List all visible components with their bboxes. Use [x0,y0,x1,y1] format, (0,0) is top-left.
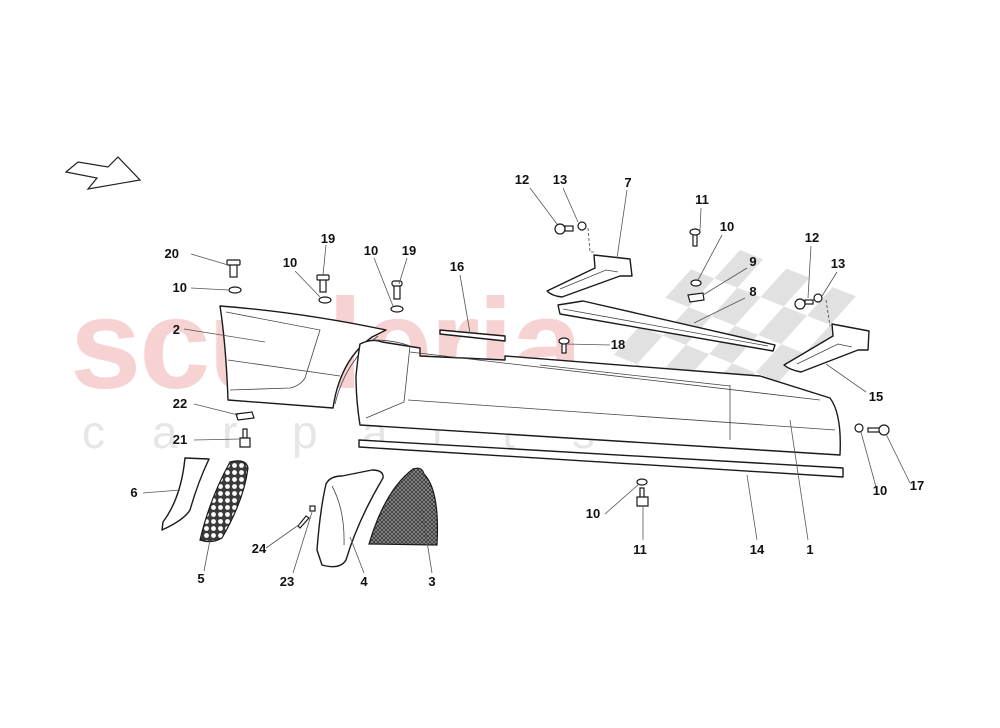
callout-10[interactable]: 10 [173,280,187,295]
callout-4[interactable]: 4 [360,574,368,589]
part-8-mounting-strip[interactable] [557,300,776,352]
callout-7[interactable]: 7 [624,175,631,190]
callout-10[interactable]: 10 [586,506,600,521]
callout-8[interactable]: 8 [749,284,756,299]
callout-23[interactable]: 23 [280,574,294,589]
part-7-bracket[interactable] [546,254,633,298]
part-6-trim-piece[interactable] [161,457,210,531]
bolt-20-icon [226,259,241,278]
callout-24[interactable]: 24 [252,541,267,556]
direction-arrow-icon [64,156,142,190]
callout-19[interactable]: 19 [402,243,416,258]
callout-12[interactable]: 12 [515,172,529,187]
callout-21[interactable]: 21 [173,432,187,447]
leader-lines [142,187,911,574]
callout-12[interactable]: 12 [805,230,819,245]
callout-10[interactable]: 10 [720,219,734,234]
callout-18[interactable]: 18 [611,337,625,352]
part-16-trim-strip[interactable] [439,329,506,342]
nut-9-icon [687,292,705,303]
svg-text:p: p [292,406,318,458]
svg-text:c: c [82,406,105,458]
bolt-19b-icon [391,280,403,300]
clip-23-icon [309,505,316,512]
part-5-hex-grille[interactable] [199,460,249,543]
callout-14[interactable]: 14 [750,542,765,557]
callout-labels: 20 10 2 10 19 10 19 16 12 13 7 11 10 9 8… [130,172,924,589]
bolt-11a-icon [689,228,701,247]
washer-10e-icon [854,423,864,433]
callout-10[interactable]: 10 [283,255,297,270]
bolt-11b-icon [636,487,649,507]
part-1-side-sill[interactable] [355,339,841,456]
callout-9[interactable]: 9 [749,254,756,269]
washer-10d-icon [690,279,702,287]
callout-13[interactable]: 13 [831,256,845,271]
callout-22[interactable]: 22 [173,396,187,411]
callout-3[interactable]: 3 [428,574,435,589]
part-14-lower-strip[interactable] [358,439,844,478]
part-15-bracket[interactable] [783,323,870,373]
callout-5[interactable]: 5 [197,571,204,586]
washer-10c-icon [390,305,404,313]
callout-2[interactable]: 2 [173,322,180,337]
bolt-12b-icon [794,293,823,310]
guide-line-7 [587,227,596,253]
screw-18-icon [558,337,570,354]
callout-15[interactable]: 15 [869,389,883,404]
callout-1[interactable]: 1 [806,542,813,557]
part-3-mesh-grille[interactable] [368,467,439,546]
washer-10f-icon [636,478,648,486]
part-4-light-housing[interactable] [316,469,384,568]
callout-10[interactable]: 10 [364,243,378,258]
bolt-12a-icon [554,221,587,235]
svg-text:a: a [152,406,178,458]
callout-13[interactable]: 13 [553,172,567,187]
callout-11[interactable]: 11 [633,542,647,557]
callout-19[interactable]: 19 [321,231,335,246]
guide-line-15 [825,299,831,327]
washer-10b-icon [318,296,332,304]
part-2-side-intake-panel[interactable] [219,305,387,409]
fasteners [226,221,890,529]
callout-20[interactable]: 20 [165,246,179,261]
callout-11[interactable]: 11 [695,192,709,207]
svg-text:r: r [222,406,237,458]
bolt-21-icon [239,428,251,448]
bolt-17-icon [867,424,890,436]
callout-17[interactable]: 17 [910,478,924,493]
callout-6[interactable]: 6 [130,485,137,500]
callout-16[interactable]: 16 [450,259,464,274]
nut-22-icon [235,411,255,421]
washer-10a-icon [228,286,242,294]
screw-24-icon [297,515,310,529]
callout-10[interactable]: 10 [873,483,887,498]
